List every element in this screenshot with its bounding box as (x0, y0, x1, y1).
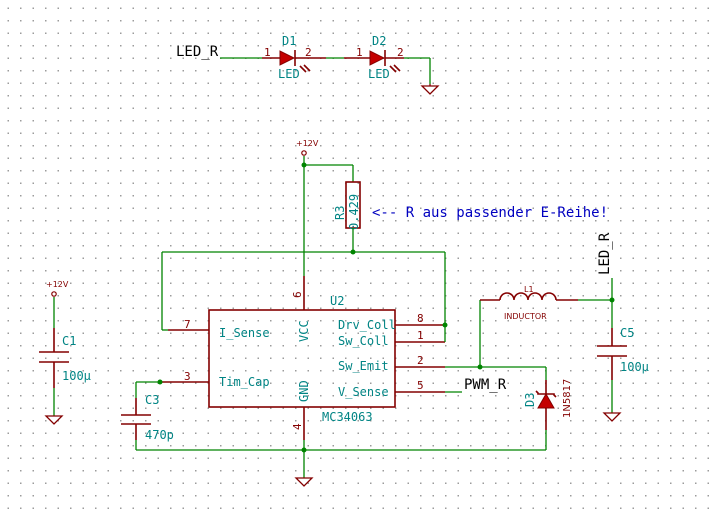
u2-pin6-num: 6 (291, 291, 304, 298)
ic-u2[interactable]: U2 MC34063 7 I_Sense 3 Tim_Cap 6 VCC 4 G… (160, 276, 445, 440)
net-label-led-r-top: LED_R (176, 44, 219, 60)
u2-value: MC34063 (322, 410, 373, 424)
u2-pin2-num: 2 (417, 354, 424, 367)
capacitor-c3[interactable]: C3 470p (121, 393, 174, 442)
u2-pin1-num: 1 (417, 329, 424, 342)
c5-ref: C5 (620, 326, 634, 340)
d2-value: LED (368, 67, 390, 81)
c3-value: 470p (145, 428, 174, 442)
l1-value: INDUCTOR (504, 312, 547, 321)
u2-ref: U2 (330, 294, 344, 308)
u2-pin5-name: V_Sense (338, 385, 389, 399)
inductor-l1[interactable]: L1 INDUCTOR (480, 285, 578, 321)
led-d1[interactable]: D1 LED 1 2 (262, 34, 326, 81)
vcc-c1-label: +12V (46, 280, 69, 289)
d3-value: 1N5817 (562, 379, 573, 418)
resistor-r3[interactable]: 0.429 R3 (333, 181, 361, 230)
c5-value: 100µ (620, 360, 649, 374)
u2-pin2-name: Sw_Emit (338, 359, 389, 373)
d1-pin2: 2 (305, 46, 312, 59)
u2-pin5-num: 5 (417, 379, 424, 392)
d2-pin2: 2 (397, 46, 404, 59)
u2-pin1-name: Sw_Coll (338, 334, 389, 348)
gnd-symbol-main (294, 477, 314, 487)
power-vcc-c1: +12V (46, 280, 69, 297)
led-d2[interactable]: D2 LED 1 2 (344, 34, 404, 81)
u2-pin7-name: I_Sense (219, 326, 270, 340)
gnd-symbol-c1 (44, 415, 64, 425)
net-label-pwm-r: PWM_R (464, 377, 507, 393)
u2-pin3-num: 3 (184, 370, 191, 383)
u2-pin7-num: 7 (184, 318, 191, 331)
u2-pin6-name: VCC (297, 320, 311, 342)
d1-pin1: 1 (264, 46, 271, 59)
note-e-series: <-- R aus passender E-Reihe! (372, 205, 608, 221)
d3-ref: D3 (523, 393, 537, 407)
vcc-main-label: +12V (296, 139, 319, 148)
u2-pin4-num: 4 (291, 423, 304, 430)
u2-pin4-name: GND (297, 380, 311, 402)
gnd-symbol-led (420, 84, 440, 95)
d2-ref: D2 (372, 34, 386, 48)
u2-pin8-num: 8 (417, 312, 424, 325)
d1-value: LED (278, 67, 300, 81)
u2-pin8-name: Drv_Coll (338, 318, 396, 332)
capacitor-c5[interactable]: C5 100µ (597, 326, 649, 380)
c1-ref: C1 (62, 334, 76, 348)
capacitor-c1[interactable]: C1 100µ (39, 328, 91, 388)
r3-value: 0.429 (347, 194, 361, 230)
u2-pin3-name: Tim_Cap (219, 375, 270, 389)
net-label-led-r-right: LED_R (597, 232, 613, 275)
c1-value: 100µ (62, 369, 91, 383)
schottky-d3[interactable]: D3 1N5817 (523, 379, 573, 430)
r3-ref: R3 (333, 206, 347, 220)
gnd-symbol-c5 (602, 412, 622, 422)
d2-pin1: 1 (356, 46, 363, 59)
c3-ref: C3 (145, 393, 159, 407)
power-vcc-main: +12V (296, 139, 319, 165)
l1-ref: L1 (524, 285, 534, 294)
d1-ref: D1 (282, 34, 296, 48)
led-string: LED_R D1 LED 1 2 D2 LED 1 2 (176, 34, 440, 95)
